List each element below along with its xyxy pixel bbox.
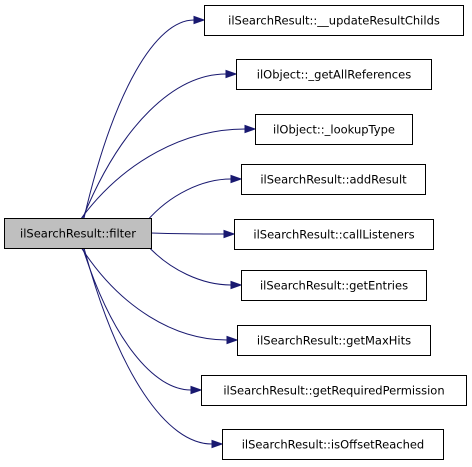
node-root-filter-label: ilSearchResult::filter (20, 227, 136, 241)
node-get-entries[interactable]: ilSearchResult::getEntries (241, 270, 427, 301)
node-lookup-type[interactable]: ilObject::_lookupType (255, 114, 413, 145)
node-is-offset-reached-label: ilSearchResult::isOffsetReached (242, 438, 425, 452)
edge-to-add-result (145, 178, 232, 223)
node-call-listeners-label: ilSearchResult::callListeners (253, 228, 414, 242)
arrowhead-is-offset-reached (211, 439, 224, 449)
node-get-all-references-box (236, 59, 432, 90)
node-get-max-hits-box (237, 325, 431, 356)
node-add-result[interactable]: ilSearchResult::addResult (241, 164, 426, 195)
node-add-result-label: ilSearchResult::addResult (260, 173, 407, 187)
edge-to-is-offset-reached (83, 247, 213, 445)
node-get-required-permission[interactable]: ilSearchResult::getRequiredPermission (201, 375, 467, 406)
node-root-filter[interactable]: ilSearchResult::filter (4, 218, 152, 249)
node-get-all-references-label: ilObject::_getAllReferences (257, 68, 411, 82)
edge-to-call-listeners (150, 232, 225, 235)
node-root-filter-box (4, 218, 152, 249)
node-get-required-permission-box (201, 375, 467, 406)
node-is-offset-reached-box (222, 429, 444, 460)
nodes-layer: ilSearchResult::filter ilSearchResult::__… (4, 5, 467, 460)
node-call-listeners-box (234, 219, 434, 250)
arrowhead-get-entries (230, 280, 243, 290)
edge-to-get-required-permission (82, 247, 192, 391)
node-call-listeners[interactable]: ilSearchResult::callListeners (234, 219, 434, 250)
node-update-result-childs-box (204, 5, 464, 36)
node-update-result-childs-label: ilSearchResult::__updateResultChilds (228, 14, 440, 28)
edges-layer (81, 15, 257, 449)
arrowhead-get-required-permission (190, 385, 203, 395)
node-lookup-type-box (255, 114, 413, 145)
node-lookup-type-label: ilObject::_lookupType (273, 123, 395, 137)
arrowhead-lookup-type (244, 124, 257, 134)
node-get-entries-label: ilSearchResult::getEntries (260, 279, 408, 293)
edge-to-lookup-type (81, 128, 246, 219)
arrowhead-get-all-references (225, 69, 238, 79)
node-get-entries-box (241, 270, 427, 301)
edge-to-get-max-hits (81, 247, 228, 341)
edge-to-get-all-references (82, 73, 227, 219)
arrowhead-add-result (230, 174, 243, 184)
node-is-offset-reached[interactable]: ilSearchResult::isOffsetReached (222, 429, 444, 460)
node-update-result-childs[interactable]: ilSearchResult::__updateResultChilds (204, 5, 464, 36)
arrowhead-call-listeners (223, 229, 236, 239)
node-get-required-permission-label: ilSearchResult::getRequiredPermission (223, 384, 444, 398)
edge-to-get-entries (145, 243, 232, 286)
arrowhead-update-result-childs (193, 15, 206, 25)
node-get-max-hits-label: ilSearchResult::getMaxHits (257, 334, 411, 348)
arrowhead-get-max-hits (226, 335, 239, 345)
node-add-result-box (241, 164, 426, 195)
node-get-all-references[interactable]: ilObject::_getAllReferences (236, 59, 432, 90)
edge-to-update-result-childs (83, 19, 195, 219)
node-get-max-hits[interactable]: ilSearchResult::getMaxHits (237, 325, 431, 356)
